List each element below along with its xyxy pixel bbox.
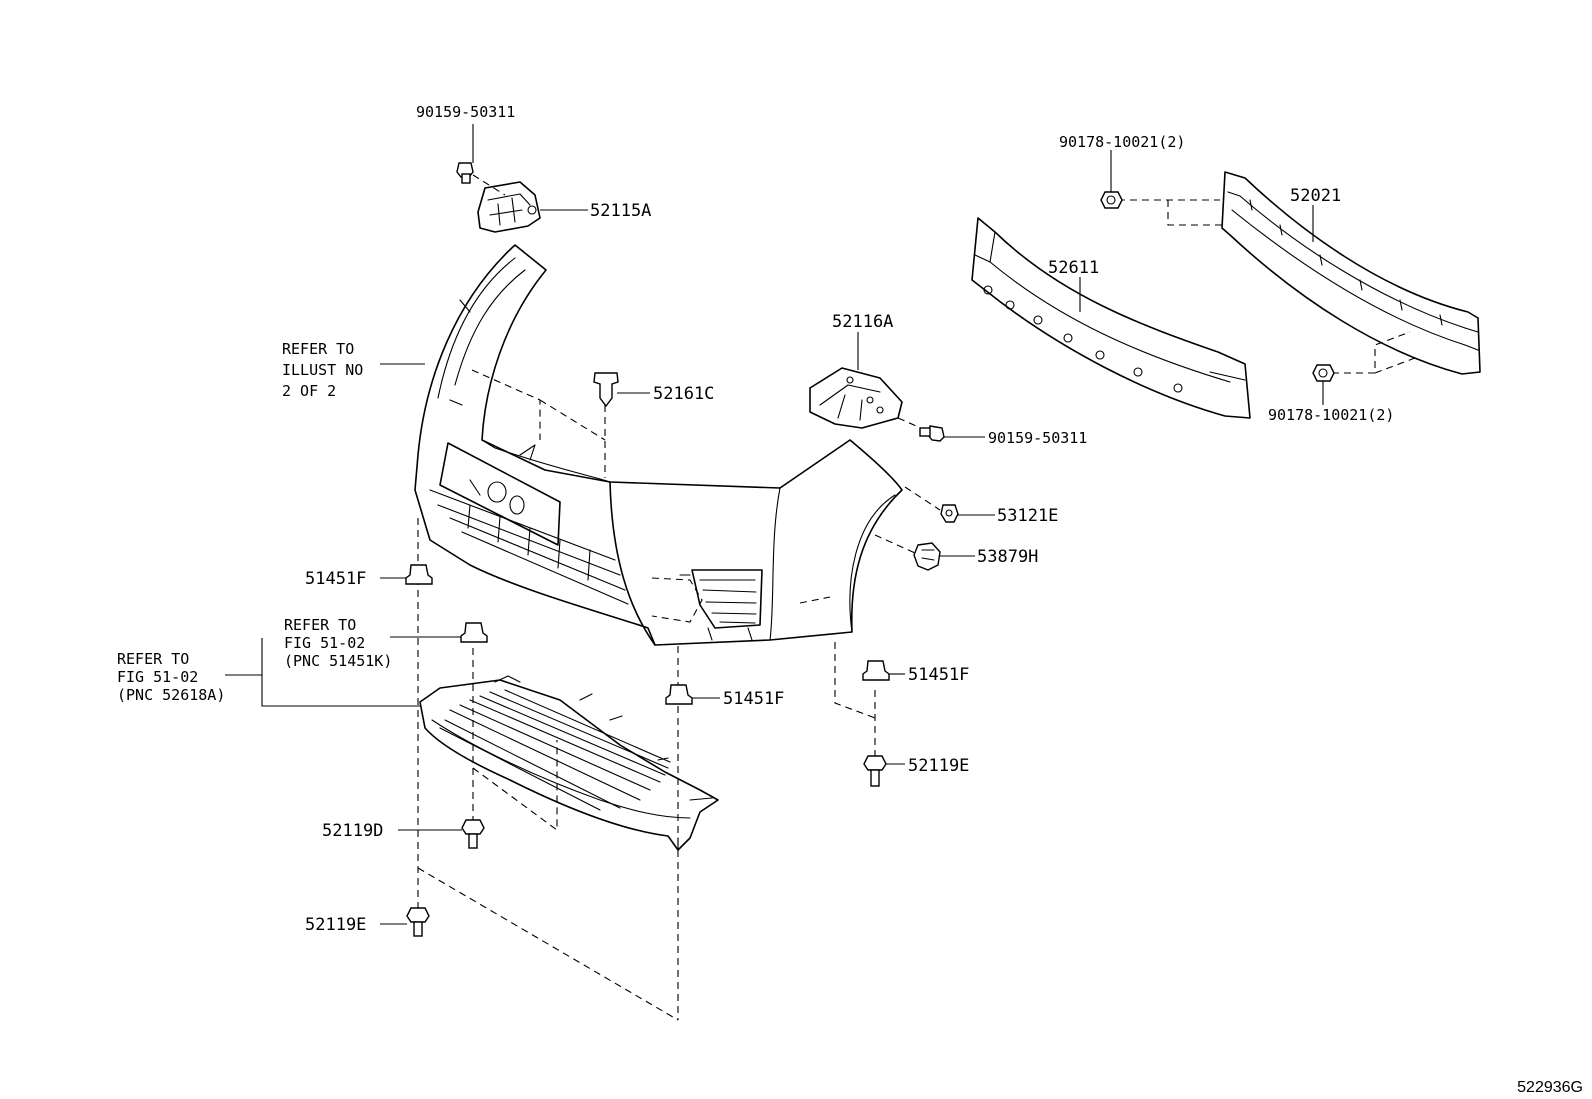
note-line: REFER TO: [284, 616, 356, 634]
callout-bolt-90159-50311: 90159-50311: [416, 103, 515, 121]
energy-absorber-52611: [971, 217, 1251, 419]
note-line: REFER TO: [282, 340, 354, 358]
push-clip-icon: [665, 684, 693, 705]
callout-clip-53121e: 53121E: [997, 506, 1058, 526]
push-clip-icon: [593, 372, 619, 408]
front-bumper-cover: [414, 244, 903, 646]
push-clip-icon: [862, 660, 890, 681]
bolt-icon: [919, 425, 945, 442]
callout-clip-51451f-center: 51451F: [723, 689, 784, 709]
callout-reinforcement-52021: 52021: [1290, 186, 1341, 206]
callout-clip-51451f-left: 51451F: [305, 569, 366, 589]
callout-clip-51451f-right: 51451F: [908, 665, 969, 685]
callout-screw-52119d: 52119D: [322, 821, 383, 841]
note-line: FIG 51-02: [284, 634, 365, 652]
screw-icon: [863, 755, 887, 787]
note-line: (PNC 51451K): [284, 652, 392, 670]
engine-under-cover: [419, 675, 719, 851]
screw-icon: [406, 907, 430, 937]
push-clip-icon: [460, 622, 488, 643]
callout-bolt-90159-50311-right: 90159-50311: [988, 429, 1087, 447]
bracket-52115a: [477, 181, 541, 233]
note-refer-fig-52618a: REFER TO FIG 51-02 (PNC 52618A): [117, 650, 225, 704]
callout-absorber-52611: 52611: [1048, 258, 1099, 278]
note-refer-fig-51451k: REFER TO FIG 51-02 (PNC 51451K): [284, 616, 392, 670]
callout-bracket-52116a: 52116A: [832, 312, 893, 332]
assembly-dashed-lines: [417, 174, 1416, 1021]
note-line: ILLUST NO: [282, 361, 363, 379]
clip-icon: [940, 504, 959, 523]
callout-bracket-52115a: 52115A: [590, 201, 651, 221]
bumper-reinforcement-52021: [1221, 171, 1481, 375]
note-line: (PNC 52618A): [117, 686, 225, 704]
callout-clip-52161c: 52161C: [653, 384, 714, 404]
screw-icon: [461, 819, 485, 849]
retainer-icon: [913, 542, 941, 571]
flange-nut-icon: [1312, 364, 1335, 382]
push-clip-icon: [405, 564, 433, 585]
callout-nut-90178-top: 90178-10021(2): [1059, 133, 1185, 151]
bolt-icon: [456, 162, 474, 184]
callout-screw-52119e-right: 52119E: [908, 756, 969, 776]
note-line: REFER TO: [117, 650, 189, 668]
callout-nut-90178-bottom: 90178-10021(2): [1268, 406, 1394, 424]
flange-nut-icon: [1100, 191, 1123, 209]
bracket-52116a: [809, 367, 903, 429]
callout-screw-52119e-bottom: 52119E: [305, 915, 366, 935]
note-line: 2 OF 2: [282, 382, 336, 400]
note-refer-illust: REFER TO ILLUST NO 2 OF 2: [282, 340, 363, 400]
note-line: FIG 51-02: [117, 668, 198, 686]
diagram-id: 522936G: [1517, 1079, 1583, 1096]
callout-retainer-53879h: 53879H: [977, 547, 1038, 567]
leader-lines: [225, 124, 1324, 925]
